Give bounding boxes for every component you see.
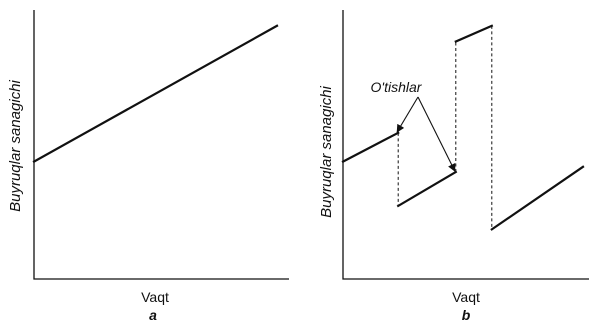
panel-b-segment-1 xyxy=(341,131,400,164)
panel-a-axes xyxy=(33,10,289,280)
panel-b-label: b xyxy=(462,307,471,322)
panel-b-marks xyxy=(341,24,585,231)
panel-b-segment-2 xyxy=(396,170,458,208)
annotation-arrow-1 xyxy=(396,96,419,133)
panel-a-ylabel: Buyruqlar sanagichi xyxy=(7,79,24,211)
panel-a-marks xyxy=(32,24,279,164)
panel-b-segment-3 xyxy=(454,24,494,43)
panel-b: O'tishlar Buyruqlar sanagichi Vaqt b xyxy=(318,10,589,322)
panel-b-annotation-arrows xyxy=(396,96,456,172)
panel-b-ylabel: Buyruqlar sanagichi xyxy=(318,85,335,217)
panel-b-segment-4 xyxy=(490,165,585,231)
panel-a: Buyruqlar sanagichi Vaqt a xyxy=(7,10,289,322)
panel-a-segment-1 xyxy=(32,24,279,164)
panel-b-axes xyxy=(342,10,589,280)
panel-a-label: a xyxy=(149,307,157,322)
panel-b-xlabel: Vaqt xyxy=(452,289,480,305)
annotation-label: O'tishlar xyxy=(371,79,423,95)
panel-b-jumps xyxy=(397,25,493,230)
annotation-arrow-2 xyxy=(417,96,456,172)
panel-a-xlabel: Vaqt xyxy=(141,289,169,305)
